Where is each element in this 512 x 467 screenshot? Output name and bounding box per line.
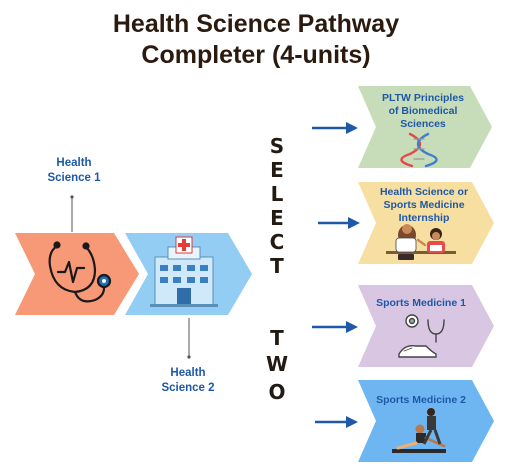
select-letter-s: S xyxy=(269,134,285,158)
stethoscope-shoe-icon xyxy=(398,314,445,358)
option-chevron-4 xyxy=(358,380,494,462)
health-science-1-label: Health Science 1 xyxy=(47,157,101,184)
health-science-2-chevron xyxy=(125,233,252,315)
hospital-icon xyxy=(150,236,218,307)
two-letter-o: O xyxy=(268,380,286,404)
arrow-option-3 xyxy=(312,321,358,333)
stethoscope-icon xyxy=(48,241,112,303)
option-label-3: Sports Medicine 1 xyxy=(376,297,466,309)
stretching-athlete-icon xyxy=(392,408,446,453)
option-chevron-3 xyxy=(358,285,494,367)
health-science-2-label: Health Science 2 xyxy=(161,367,215,394)
page-title-line-1: Health Science Pathway xyxy=(112,10,400,38)
arrow-option-4 xyxy=(315,416,358,428)
doctor-patient-icon xyxy=(386,224,456,260)
connector-line-hs2 xyxy=(187,318,191,359)
select-letter-c: C xyxy=(269,230,285,254)
dna-icon xyxy=(400,132,438,168)
two-letter-w: W xyxy=(265,352,289,376)
select-letter-e2: E xyxy=(270,206,284,230)
two-letter-t: T xyxy=(270,326,284,350)
option-chevron-1 xyxy=(358,86,492,168)
select-letter-e1: E xyxy=(270,158,284,182)
connector-line-hs1 xyxy=(70,195,74,232)
select-letter-t: T xyxy=(270,254,284,278)
page-title-line-2: Completer (4-units) xyxy=(141,41,371,69)
option-chevron-2 xyxy=(358,182,494,264)
health-science-1-chevron xyxy=(15,233,139,315)
option-label-4: Sports Medicine 2 xyxy=(376,394,466,406)
select-letter-l: L xyxy=(270,182,284,206)
arrow-option-1 xyxy=(312,122,358,134)
option-label-2: Health Science or Sports Medicine Intern… xyxy=(379,186,469,224)
option-label-1: PLTW Principles of Biomedical Sciences xyxy=(381,92,465,130)
arrow-option-2 xyxy=(318,217,360,229)
